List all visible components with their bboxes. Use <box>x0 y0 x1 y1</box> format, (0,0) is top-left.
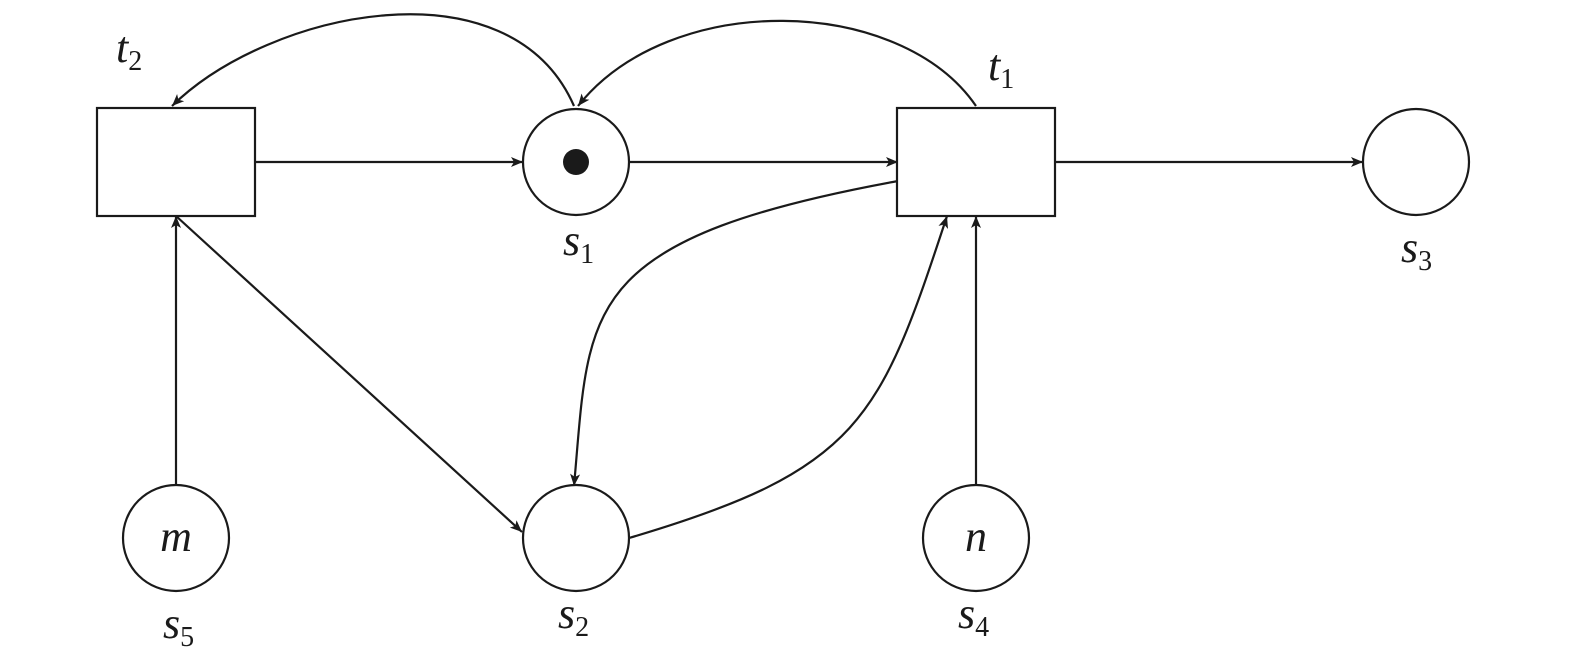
place-label-subscript: 5 <box>180 622 194 650</box>
arc-t1-to-s1 <box>577 19 977 107</box>
place-label-s5: s5 <box>163 599 194 650</box>
arcs-layer <box>171 13 1363 540</box>
nodes-layer: nm <box>95 106 1471 593</box>
place-s4 <box>921 483 1031 593</box>
place-label-letter: s <box>958 589 975 638</box>
transition-label-letter: t <box>116 23 130 72</box>
place-label-letter: s <box>558 589 575 638</box>
place-label-s3: s3 <box>1401 223 1432 277</box>
place-label-subscript: 3 <box>1418 246 1432 277</box>
place-label-s4: s4 <box>958 589 989 643</box>
arc-t2-to-s2 <box>175 215 523 533</box>
transition-t1 <box>895 106 1057 218</box>
transition-label-subscript: 1 <box>1000 64 1014 95</box>
place-label-letter: s <box>163 599 180 648</box>
place-s5 <box>121 483 231 593</box>
transition-t2 <box>95 106 257 218</box>
transition-label-t1: t1 <box>988 41 1014 95</box>
place-label-subscript: 2 <box>575 612 589 643</box>
place-label-subscript: 4 <box>975 612 989 643</box>
transition-label-t2: t2 <box>116 23 142 77</box>
place-label-letter: s <box>1401 223 1418 272</box>
place-capacity-s5: m <box>160 512 192 561</box>
place-s2 <box>521 483 631 593</box>
place-label-letter: s <box>563 216 580 265</box>
place-capacity-s4: n <box>965 512 987 561</box>
token-s1 <box>563 149 589 175</box>
place-label-s2: s2 <box>558 589 589 643</box>
place-s3 <box>1361 107 1471 217</box>
place-label-s1: s1 <box>563 216 594 270</box>
arc-t1-to-s2 <box>570 179 899 487</box>
transition-label-subscript: 2 <box>128 46 142 77</box>
arc-s2-to-t1 <box>628 215 949 540</box>
transition-label-letter: t <box>988 41 1002 90</box>
place-label-subscript: 1 <box>580 239 594 270</box>
arc-s1-to-t2 <box>171 13 576 107</box>
